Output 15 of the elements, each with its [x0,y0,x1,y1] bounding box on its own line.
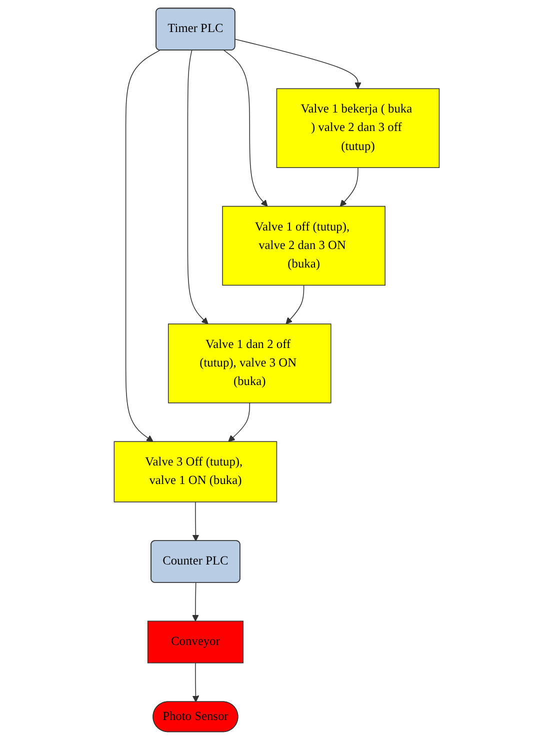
arrow [188,50,209,324]
arrow [235,38,362,89]
node-box: Valve 1 bekerja ( buka ) valve 2 dan 3 off (tutup) [276,88,440,168]
arrow [192,662,200,702]
node-box: Conveyor [148,620,244,664]
arrow [192,502,200,542]
node-box: Valve 1 dan 2 off (tutup), valve 3 ON (buka) [168,324,332,404]
arrow [228,402,250,442]
node-box: Valve 1 off (tutup), valve 2 dan 3 ON (buka) [222,206,386,286]
arrow [224,50,268,207]
arrow [286,284,304,324]
node-box: Valve 3 Off (tutup), valve 1 ON (buka) [114,441,278,502]
arrow [340,167,359,207]
arrow [126,50,160,442]
arrow [192,582,200,622]
